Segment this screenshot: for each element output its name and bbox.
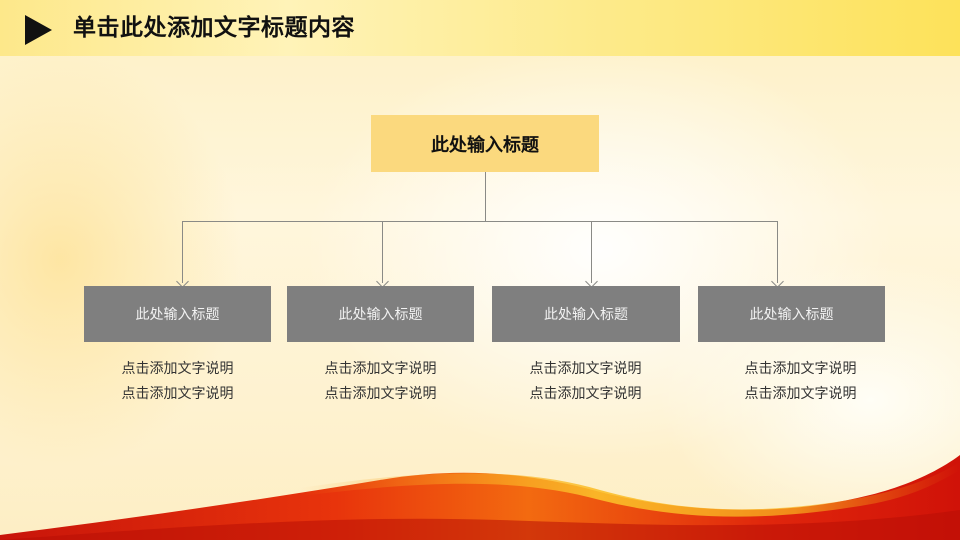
child-node-4[interactable]: 此处输入标题 (698, 286, 885, 342)
description-line: 点击添加文字说明 (744, 361, 857, 377)
description-line: 点击添加文字说明 (121, 361, 234, 377)
description-line: 点击添加文字说明 (324, 386, 437, 402)
child-node-label: 此处输入标题 (135, 307, 220, 323)
child-description-1[interactable]: 点击添加文字说明 点击添加文字说明 (84, 357, 271, 407)
description-line: 点击添加文字说明 (121, 386, 234, 402)
root-node-label: 此处输入标题 (431, 134, 539, 156)
description-line: 点击添加文字说明 (744, 386, 857, 402)
connector-branch-4 (777, 221, 778, 283)
connector-branch-1 (182, 221, 183, 283)
child-description-4[interactable]: 点击添加文字说明 点击添加文字说明 (698, 357, 903, 407)
description-line: 点击添加文字说明 (324, 361, 437, 377)
slide-title[interactable]: 单击此处添加文字标题内容 (73, 15, 355, 41)
child-description-3[interactable]: 点击添加文字说明 点击添加文字说明 (487, 357, 684, 407)
child-node-label: 此处输入标题 (338, 307, 423, 323)
child-node-label: 此处输入标题 (749, 307, 834, 323)
connector-horizontal (182, 221, 778, 222)
child-node-1[interactable]: 此处输入标题 (84, 286, 271, 342)
child-node-2[interactable]: 此处输入标题 (287, 286, 474, 342)
connector-branch-3 (591, 221, 592, 283)
child-node-3[interactable]: 此处输入标题 (492, 286, 680, 342)
child-node-label: 此处输入标题 (544, 307, 628, 323)
connector-branch-2 (382, 221, 383, 283)
description-line: 点击添加文字说明 (529, 361, 642, 377)
red-ribbon-decoration (0, 455, 960, 540)
root-node[interactable]: 此处输入标题 (371, 115, 599, 172)
title-bar: 单击此处添加文字标题内容 (0, 0, 960, 56)
connector-trunk (485, 172, 486, 221)
child-description-2[interactable]: 点击添加文字说明 点击添加文字说明 (282, 357, 479, 407)
play-triangle-icon (25, 15, 52, 45)
description-line: 点击添加文字说明 (529, 386, 642, 402)
